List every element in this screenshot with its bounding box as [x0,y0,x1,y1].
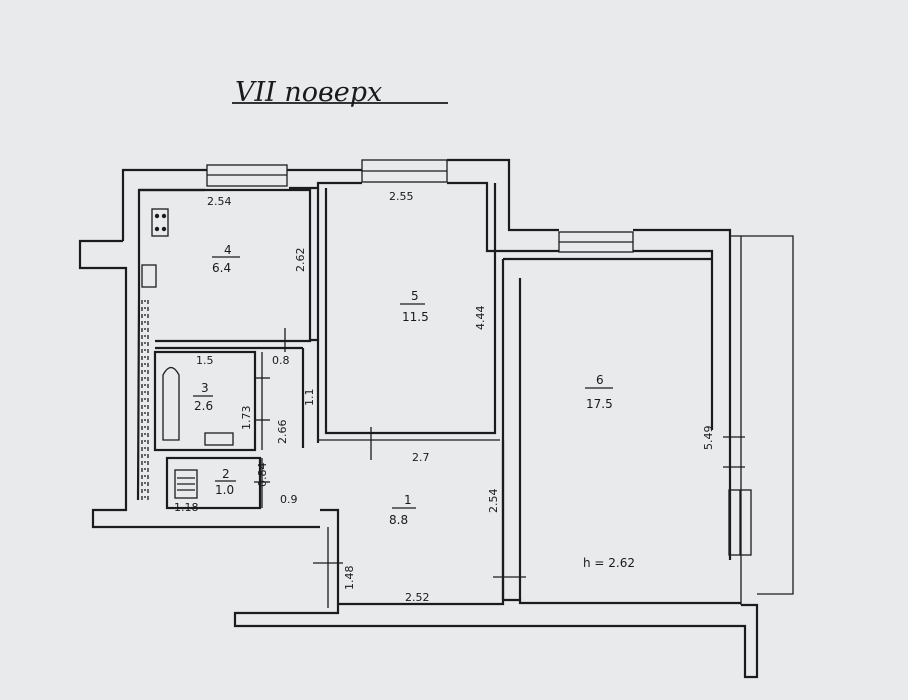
dim-toilet-gap: 0.9 [280,493,298,506]
dim-hall-depth: 2.54 [487,489,500,514]
dim-toilet-depth: 0.84 [256,463,269,488]
room-5-number: 5 [411,289,419,303]
dim-room5-depth: 4.44 [474,306,487,331]
room-3-number: 3 [201,381,209,395]
dim-hall-width: 2.7 [412,451,430,464]
dim-corridor-length: 2.66 [276,420,289,445]
dim-kitchen-depth: 2.62 [294,248,307,273]
dim-corridor-step: 1.1 [303,389,316,407]
room-4-number: 4 [224,243,232,257]
dim-toilet-width: 1.18 [174,501,199,514]
dim-bath-depth: 1.73 [240,406,253,431]
dim-bath-width: 1.5 [196,354,214,367]
room-2-number: 2 [222,467,230,481]
room-2-area: 1.0 [215,483,234,497]
sink [204,432,234,446]
dim-room5-width: 2.55 [389,190,414,203]
interior-walls [139,183,712,608]
outer-walls [78,158,794,679]
toilet-bowl [174,469,198,499]
dim-kitchen-width: 2.54 [207,195,232,208]
dim-entry-depth: 1.48 [343,566,356,591]
dimension-labels: 2.54 2.62 2.55 4.44 5.49 1.5 1.73 1.18 0… [174,190,715,604]
stove [151,208,169,237]
room-4-area: 6.4 [212,261,231,275]
room-6-area: 17.5 [586,397,613,411]
room-labels: 4 6.4 5 11.5 6 17.5 3 2.6 2 1.0 1 8.8 [193,243,613,527]
dim-entry-width: 2.52 [405,591,430,604]
dim-room6-depth: 5.49 [702,426,715,451]
room-3-area: 2.6 [194,399,213,413]
room-5-area: 11.5 [402,310,429,324]
room-1-area: 8.8 [389,513,408,527]
kitchen-sink [141,264,157,288]
dim-corridor-gap: 0.8 [272,354,290,367]
ceiling-height: h = 2.62 [583,556,635,570]
room-1-number: 1 [404,493,412,507]
room-6-number: 6 [596,373,604,387]
